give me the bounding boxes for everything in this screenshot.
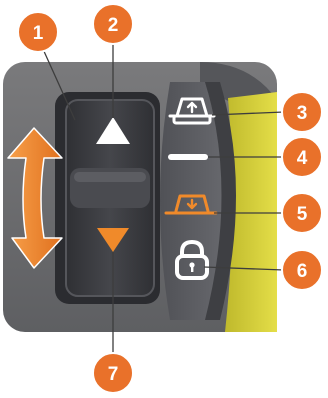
vehicle-lower-icon	[164, 194, 218, 215]
double-arrow-vertical-icon	[7, 127, 63, 269]
icon-plate-edge	[205, 82, 236, 320]
callout-number: 2	[108, 15, 119, 36]
callout-6: 6	[281, 249, 323, 291]
triangle-down-icon	[97, 228, 129, 252]
callout-1: 1	[17, 11, 59, 53]
callout-number: 6	[297, 261, 308, 282]
callout-5: 5	[281, 192, 323, 234]
rocker-center-highlight	[74, 172, 146, 182]
callout-number: 5	[297, 204, 308, 225]
vehicle-raise-icon	[168, 97, 216, 125]
callout-3: 3	[281, 91, 323, 133]
callout-2: 2	[92, 3, 134, 45]
neutral-dash-icon	[168, 154, 208, 160]
triangle-up-icon	[96, 117, 130, 144]
callout-number: 1	[33, 23, 44, 44]
callout-number: 7	[108, 364, 119, 385]
callout-4: 4	[281, 136, 323, 178]
callout-number: 3	[297, 103, 308, 124]
callout-number: 4	[297, 148, 308, 169]
callout-7: 7	[92, 352, 134, 394]
yellow-panel	[225, 92, 277, 332]
icon-plate	[160, 82, 222, 320]
